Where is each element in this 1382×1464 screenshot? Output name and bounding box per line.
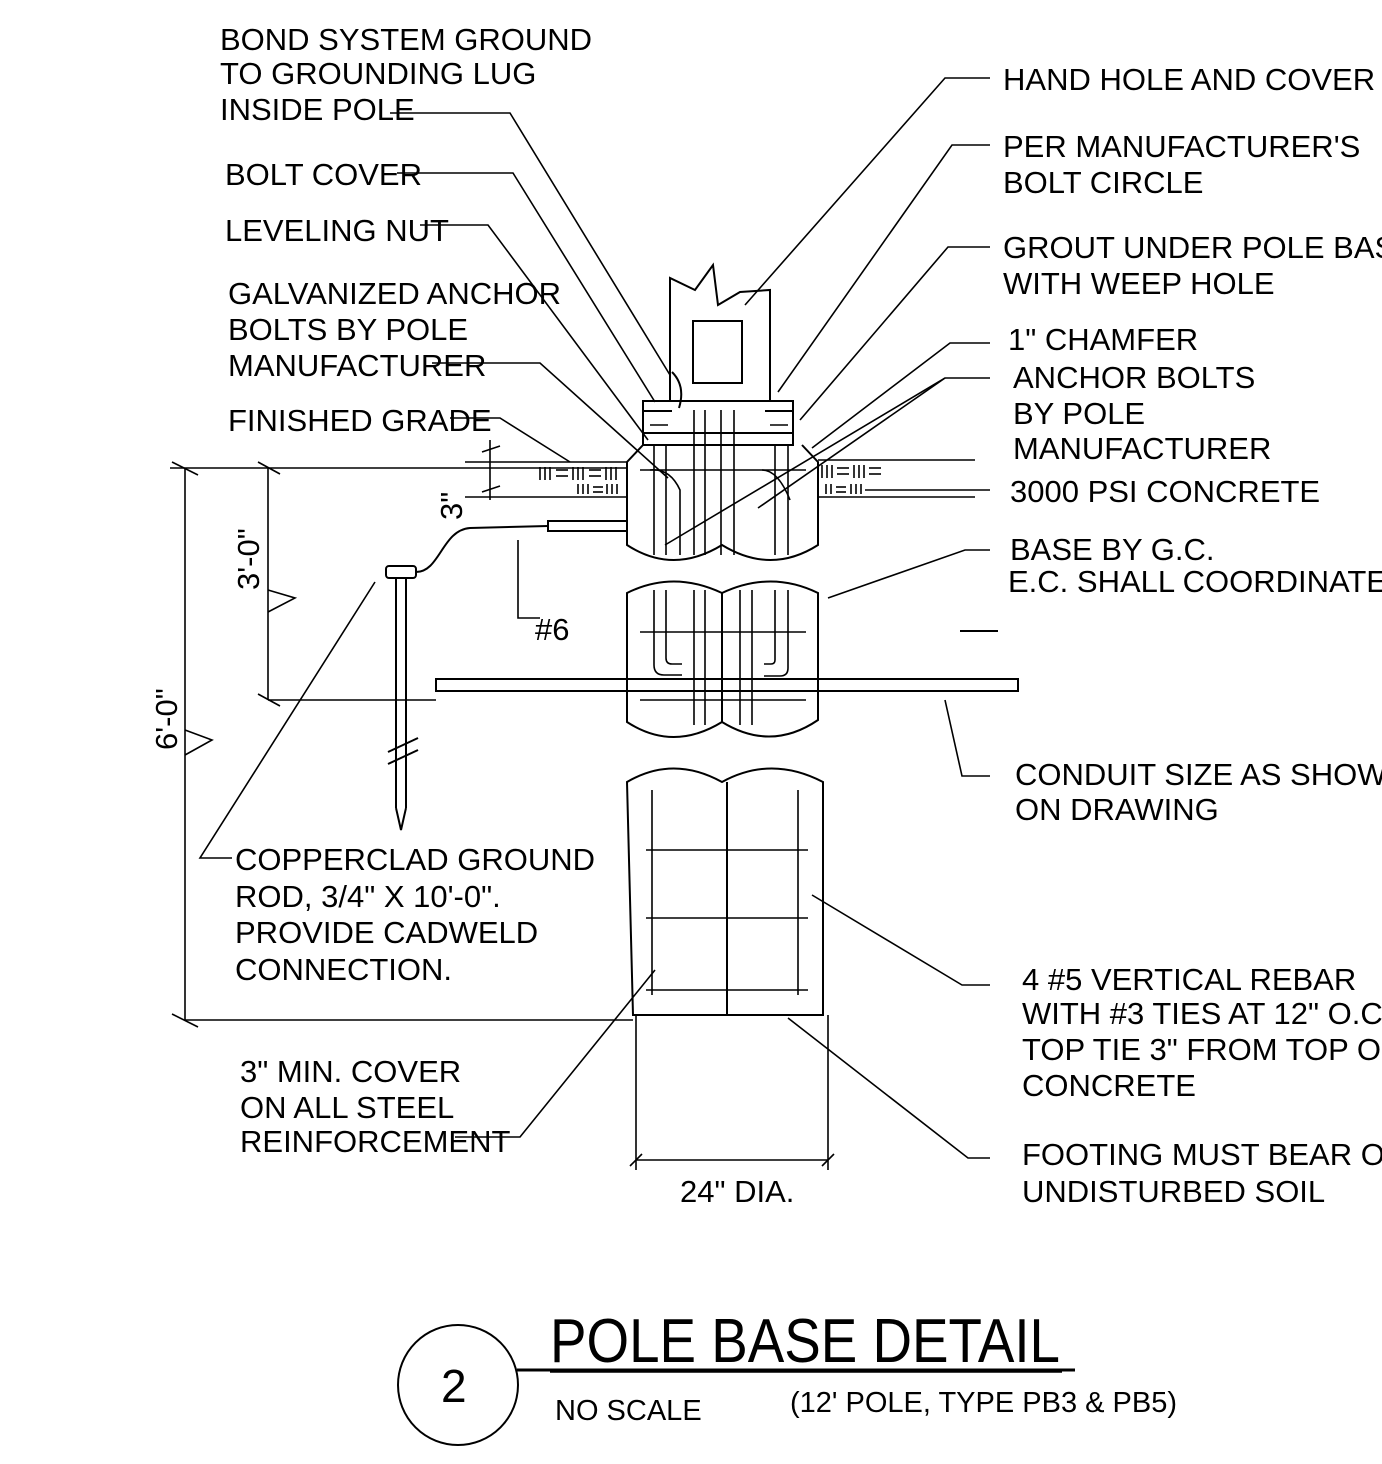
- label-ground-rod-3: PROVIDE CADWELD: [235, 915, 538, 950]
- title-block: 2 POLE BASE DETAIL NO SCALE (12' POLE, T…: [397, 1307, 1177, 1446]
- concrete-top-section: [626, 410, 819, 561]
- label-bond-ground-3: INSIDE POLE: [220, 92, 415, 127]
- label-conduit-1: CONDUIT SIZE AS SHOWN: [1015, 757, 1382, 792]
- label-bond-ground-2: TO GROUNDING LUG: [220, 56, 536, 91]
- dim-conduit-depth: 3'-0": [231, 528, 266, 590]
- label-min-cover-3: REINFORCEMENT: [240, 1124, 510, 1159]
- label-grout-1: GROUT UNDER POLE BASE: [1003, 230, 1382, 265]
- label-footing-1: FOOTING MUST BEAR ON: [1022, 1137, 1382, 1172]
- label-ground-rod-4: CONNECTION.: [235, 952, 452, 987]
- concrete-middle-section: [626, 580, 819, 738]
- label-chamfer: 1" CHAMFER: [1008, 322, 1198, 357]
- label-bolt-circle-1: PER MANUFACTURER'S: [1003, 129, 1360, 164]
- labels-left: BOND SYSTEM GROUND TO GROUNDING LUG INSI…: [220, 22, 595, 1159]
- dim-three-inch: 3": [434, 492, 469, 520]
- dim-diameter: 24" DIA.: [680, 1174, 794, 1209]
- pole: [642, 262, 794, 446]
- label-hand-hole: HAND HOLE AND COVER: [1003, 62, 1375, 97]
- detail-number: 2: [441, 1360, 467, 1412]
- dim-overall-depth: 6'-0": [149, 688, 184, 750]
- label-wire-size: #6: [535, 612, 569, 647]
- leader-lines: [198, 77, 990, 1159]
- label-base-gc-1: BASE BY G.C.: [1010, 532, 1214, 567]
- hand-hole: [692, 320, 743, 384]
- label-base-gc-2: E.C. SHALL COORDINATE: [1008, 564, 1382, 599]
- conduit: [435, 678, 1019, 692]
- label-galv-anchor-3: MANUFACTURER: [228, 348, 486, 383]
- label-finished-grade: FINISHED GRADE: [228, 403, 492, 438]
- label-leveling-nut: LEVELING NUT: [225, 213, 449, 248]
- pole-type-note: (12' POLE, TYPE PB3 & PB5): [790, 1387, 1177, 1419]
- label-anchor-bolts-3: MANUFACTURER: [1013, 431, 1271, 466]
- scale-note: NO SCALE: [555, 1395, 702, 1427]
- label-bolt-cover: BOLT COVER: [225, 157, 422, 192]
- ground-rod: [385, 520, 628, 831]
- label-galv-anchor-2: BOLTS BY POLE: [228, 312, 468, 347]
- label-ground-rod-1: COPPERCLAD GROUND: [235, 842, 595, 877]
- detail-title: POLE BASE DETAIL: [550, 1307, 1060, 1376]
- grade-hatch-left: [465, 461, 627, 498]
- label-galv-anchor-1: GALVANIZED ANCHOR: [228, 276, 561, 311]
- concrete-bottom-section: [625, 767, 829, 1170]
- label-ground-rod-2: ROD, 3/4" X 10'-0".: [235, 879, 501, 914]
- label-bond-ground-1: BOND SYSTEM GROUND: [220, 22, 592, 57]
- label-anchor-bolts-2: BY POLE: [1013, 396, 1145, 431]
- labels-right: HAND HOLE AND COVER PER MANUFACTURER'S B…: [1003, 62, 1382, 1209]
- label-rebar-3: TOP TIE 3" FROM TOP OF: [1022, 1032, 1382, 1067]
- label-anchor-bolts-1: ANCHOR BOLTS: [1013, 360, 1255, 395]
- label-footing-2: UNDISTURBED SOIL: [1022, 1174, 1325, 1209]
- grade-hatch-right: [818, 459, 975, 498]
- label-min-cover-2: ON ALL STEEL: [240, 1090, 454, 1125]
- label-concrete: 3000 PSI CONCRETE: [1010, 474, 1320, 509]
- label-min-cover-1: 3" MIN. COVER: [240, 1054, 461, 1089]
- label-rebar-1: 4 #5 VERTICAL REBAR: [1022, 962, 1356, 997]
- label-rebar-4: CONCRETE: [1022, 1068, 1196, 1103]
- dimension-text: 6'-0" 3'-0" 3" 24" DIA.: [149, 492, 794, 1209]
- label-bolt-circle-2: BOLT CIRCLE: [1003, 165, 1203, 200]
- detail-number-circle: [397, 1324, 519, 1446]
- label-rebar-2: WITH #3 TIES AT 12" O.C.: [1022, 996, 1382, 1031]
- dimension-lines: [170, 440, 633, 1028]
- label-grout-2: WITH WEEP HOLE: [1003, 266, 1275, 301]
- label-conduit-2: ON DRAWING: [1015, 792, 1219, 827]
